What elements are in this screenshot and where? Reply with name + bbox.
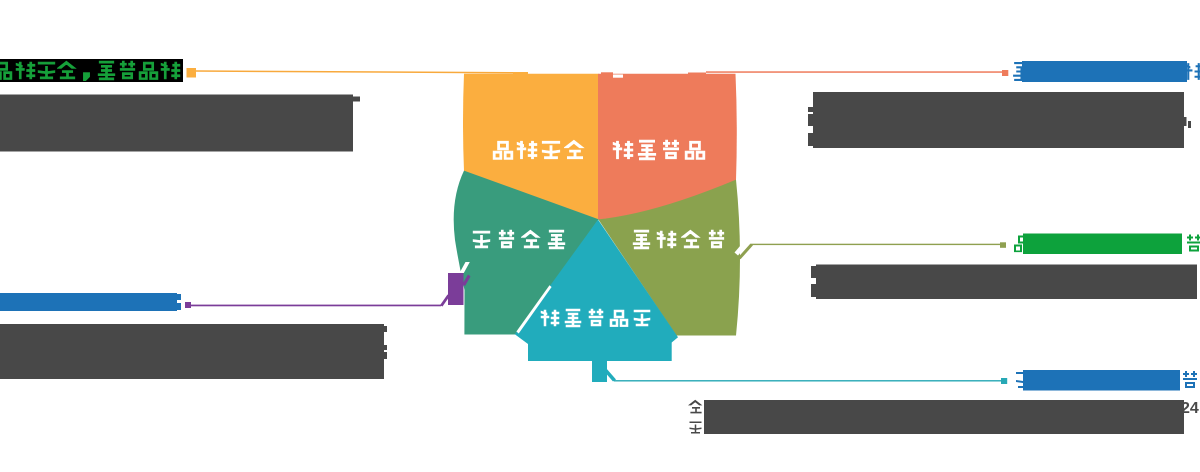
svg-text:24: 24 <box>1181 400 1199 417</box>
